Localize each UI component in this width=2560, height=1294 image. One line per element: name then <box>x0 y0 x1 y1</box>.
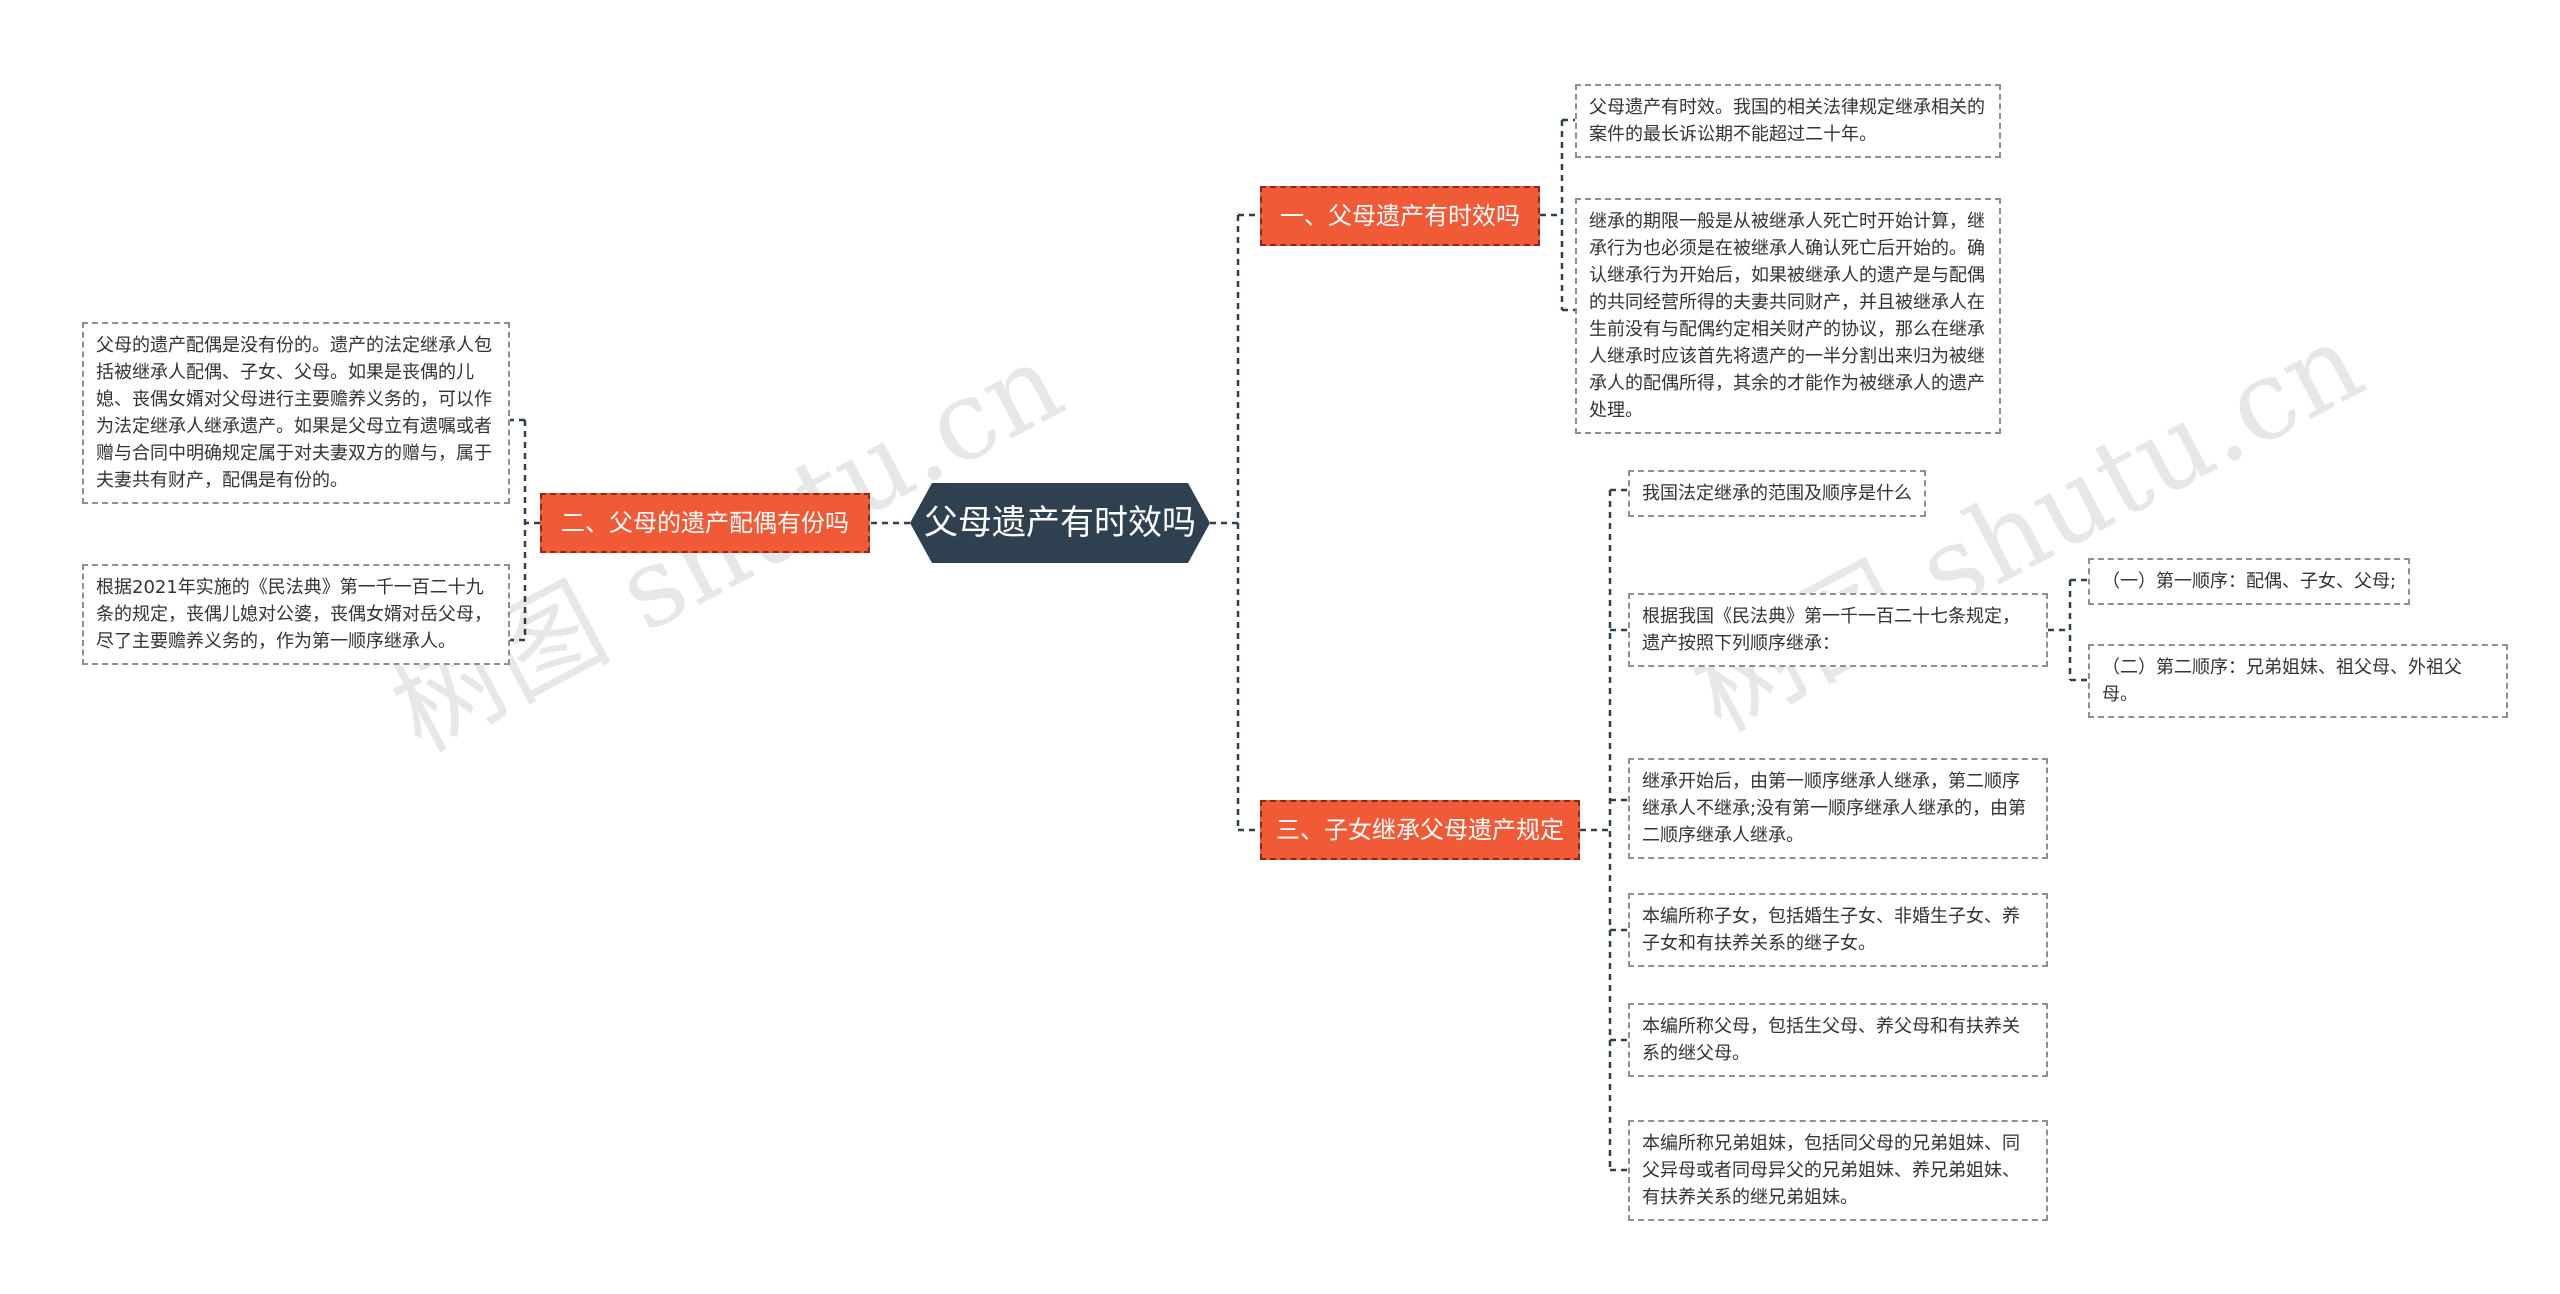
sub-leaf-1[interactable]: （一）第一顺序：配偶、子女、父母; <box>2088 558 2411 605</box>
connector-branch3-bracket <box>1580 488 1628 1172</box>
leaf-1-2[interactable]: 继承的期限一般是从被继承人死亡时开始计算，继承行为也必须是在被继承人确认死亡后开… <box>1575 198 2001 434</box>
leaf-1-1[interactable]: 父母遗产有时效。我国的相关法律规定继承相关的案件的最长诉讼期不能超过二十年。 <box>1575 84 2001 158</box>
leaf-2-2[interactable]: 根据2021年实施的《民法典》第一千一百二十九条的规定，丧偶儿媳对公婆，丧偶女婿… <box>82 564 510 665</box>
connector-branch2-bracket <box>510 418 540 642</box>
branch-1[interactable]: 一、父母遗产有时效吗 <box>1260 186 1540 246</box>
leaf-3-2[interactable]: 根据我国《民法典》第一千一百二十七条规定，遗产按照下列顺序继承： <box>1628 593 2048 667</box>
leaf-2-1[interactable]: 父母的遗产配偶是没有份的。遗产的法定继承人包括被继承人配偶、子女、父母。如果是丧… <box>82 322 510 504</box>
sub-leaf-2[interactable]: （二）第二顺序：兄弟姐妹、祖父母、外祖父母。 <box>2088 644 2508 718</box>
branch-2[interactable]: 二、父母的遗产配偶有份吗 <box>540 493 870 553</box>
leaf-3-5[interactable]: 本编所称父母，包括生父母、养父母和有扶养关系的继父母。 <box>1628 1003 2048 1077</box>
connector-branch1-bracket <box>1540 118 1575 312</box>
leaf-3-4[interactable]: 本编所称子女，包括婚生子女、非婚生子女、养子女和有扶养关系的继子女。 <box>1628 893 2048 967</box>
root-node[interactable]: 父母遗产有时效吗 <box>910 483 1210 563</box>
leaf-3-1[interactable]: 我国法定继承的范围及顺序是什么 <box>1628 470 1926 517</box>
connector-sub-bracket <box>2048 578 2088 682</box>
leaf-3-6[interactable]: 本编所称兄弟姐妹，包括同父母的兄弟姐妹、同父异母或者同母异父的兄弟姐妹、养兄弟姐… <box>1628 1120 2048 1221</box>
branch-3[interactable]: 三、子女继承父母遗产规定 <box>1260 800 1580 860</box>
leaf-3-3[interactable]: 继承开始后，由第一顺序继承人继承，第二顺序继承人不继承;没有第一顺序继承人继承的… <box>1628 758 2048 859</box>
